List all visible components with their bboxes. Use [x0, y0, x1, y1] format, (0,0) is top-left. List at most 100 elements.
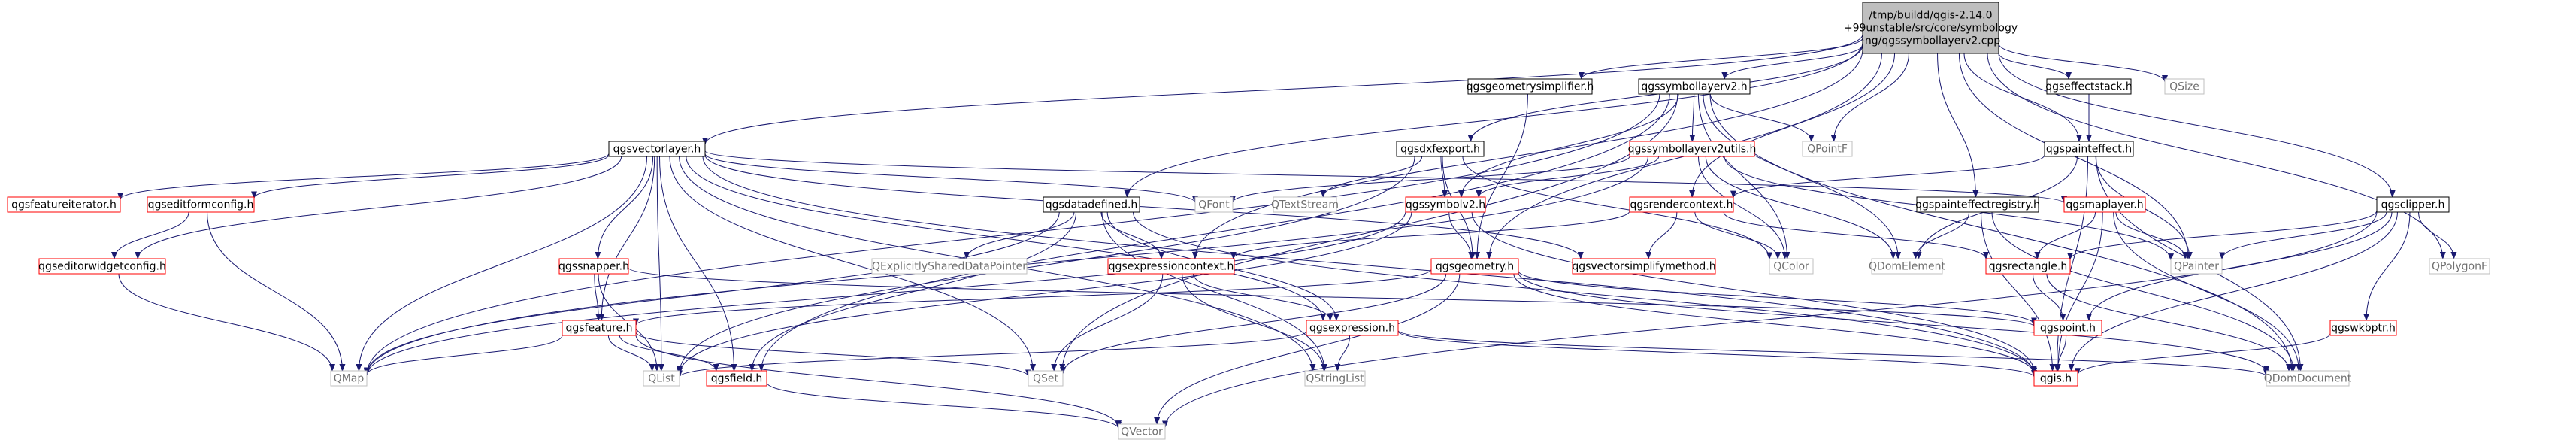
- node-label-qgspainteffect: qgspainteffect.h: [2046, 144, 2132, 156]
- node-qstringlist[interactable]: QStringList: [1304, 370, 1366, 387]
- node-label-qlist: QList: [648, 373, 675, 385]
- node-label-qgsfeature: qgsfeature.h: [566, 323, 633, 335]
- edge-qgssymbollayerv2-to-qdomdocument: [1709, 93, 2295, 372]
- node-label-root: /tmp/buildd/qgis-2.14.0: [1869, 10, 1992, 22]
- node-box-qvector: [1118, 423, 1166, 440]
- edge-root-to-qgsclipper: [1998, 53, 2396, 198]
- node-qgsvectorsimplifymethod[interactable]: qgsvectorsimplifymethod.h: [1572, 258, 1716, 275]
- node-box-qgis: [2033, 370, 2078, 387]
- node-qsize[interactable]: QSize: [2164, 78, 2205, 95]
- node-label-qvector: QVector: [1121, 426, 1163, 438]
- node-qgsrendercontext[interactable]: qgsrendercontext.h: [1629, 196, 1734, 213]
- node-label-root: +99unstable/src/core/symbology: [1844, 23, 2018, 35]
- edge-qgsexpression-to-qlist: [677, 331, 1307, 378]
- node-qgsrectangle[interactable]: qgsrectangle.h: [1985, 258, 2071, 275]
- edge-qgsmaplayer-to-qdomdocument: [2113, 211, 2302, 372]
- node-qpainter[interactable]: QPainter: [2170, 258, 2223, 275]
- edge-qgseditformconfig-to-qgseditorwidgetconfig: [111, 211, 189, 259]
- node-label-qmap: QMap: [334, 373, 365, 385]
- node-qgseffectstack[interactable]: qgseffectstack.h: [2045, 78, 2133, 95]
- node-box-qpainter: [2170, 258, 2223, 275]
- edge-root-to-qgsexpressioncontext: [1191, 49, 1863, 259]
- node-label-qdomelement: QDomElement: [1869, 261, 1945, 273]
- edge-qgspainteffectregistry-to-qdomelement: [1912, 211, 1970, 259]
- node-box-qgssymbollayerv2utils: [1629, 141, 1755, 157]
- node-box-qdomdocument: [2266, 370, 2350, 387]
- node-qgsgeometrysimplifier[interactable]: qgsgeometrysimplifier.h: [1467, 78, 1594, 95]
- node-box-qgsexpression: [1306, 320, 1399, 336]
- node-qgsexpression[interactable]: qgsexpression.h: [1306, 320, 1399, 336]
- node-qpolygonf[interactable]: QPolygonF: [2429, 258, 2490, 275]
- node-qgssymbollayerv2[interactable]: qgssymbollayerv2.h: [1638, 78, 1751, 95]
- node-label-qgseditformconfig: qgseditformconfig.h: [148, 199, 254, 211]
- edge-root-to-qsize: [1998, 43, 2168, 83]
- node-qgspainteffectregistry[interactable]: qgspainteffectregistry.h: [1915, 196, 2040, 213]
- edge-root-to-qpolygonf: [1987, 53, 2446, 259]
- node-box-qgseffectstack: [2046, 78, 2132, 95]
- node-qgsvectorlayer[interactable]: qgsvectorlayer.h: [608, 141, 706, 157]
- edge-qgsvectorlayer-to-qgsmaplayer: [704, 150, 2067, 204]
- edge-qgsvectorlayer-to-qgsfeatureiterator: [117, 153, 610, 200]
- edge-qgsgeometry-to-qvector: [1154, 273, 1461, 425]
- edge-qgsfeature-to-qgsfield: [619, 335, 719, 372]
- edge-qgssymbolv2-to-qmap: [364, 211, 1406, 377]
- node-qgssymbolv2[interactable]: qgssymbolv2.h: [1405, 196, 1486, 213]
- edge-qgsgeometry-to-qdomdocument: [1518, 272, 2269, 374]
- node-qgsexpressioncontext[interactable]: qgsexpressioncontext.h: [1107, 258, 1235, 275]
- edge-qgsfeature-to-qmap: [364, 335, 563, 376]
- node-qgis[interactable]: qgis.h: [2033, 370, 2078, 387]
- edge-qgssnapper-to-qgsfeature: [594, 273, 602, 321]
- node-qcolor[interactable]: QColor: [1769, 258, 1814, 275]
- node-qvector[interactable]: QVector: [1118, 423, 1166, 440]
- node-label-qtextstream: QTextStream: [1271, 199, 1339, 211]
- edge-qgsgeometry-to-qgis: [1513, 273, 2037, 375]
- node-qgspainteffect[interactable]: qgspainteffect.h: [2044, 141, 2134, 157]
- node-qtextstream[interactable]: QTextStream: [1271, 196, 1339, 213]
- node-qgsfield[interactable]: qgsfield.h: [706, 370, 767, 387]
- node-qgsclipper[interactable]: qgsclipper.h: [2376, 196, 2450, 213]
- node-qgsgeometry[interactable]: qgsgeometry.h: [1430, 258, 1519, 275]
- edge-qgsclipper-to-qgswkbptr: [2363, 211, 2411, 321]
- node-label-qgspainteffectregistry: qgspainteffectregistry.h: [1915, 199, 2040, 211]
- node-qgspoint[interactable]: qgspoint.h: [2033, 320, 2102, 336]
- edge-qgspainteffectregistry-to-qdomdocument: [1991, 211, 2296, 372]
- edge-qgsgeometrysimplifier-to-qgsgeometry: [1474, 93, 1528, 259]
- node-qgsfeatureiterator[interactable]: qgsfeatureiterator.h: [7, 196, 121, 213]
- edge-qgseditformconfig-to-qmap: [207, 211, 346, 372]
- node-qgswkbptr[interactable]: qgswkbptr.h: [2329, 320, 2397, 336]
- node-qdomdocument[interactable]: QDomDocument: [2264, 370, 2352, 387]
- edge-root-to-qgssymbollayerv2: [1721, 44, 1863, 80]
- edge-qgsdatadefined-to-qgis: [1133, 211, 2037, 375]
- edge-qgsclipper-to-qvector: [1162, 211, 2378, 429]
- edge-qgsvectorlayer-to-qgsexpression: [686, 156, 1327, 321]
- node-box-qtextstream: [1273, 196, 1337, 213]
- node-qgseditorwidgetconfig[interactable]: qgseditorwidgetconfig.h: [38, 258, 166, 275]
- edge-qgsexpression-to-qdomdocument: [1397, 329, 2269, 378]
- node-label-qdomdocument: QDomDocument: [2264, 373, 2352, 385]
- node-box-qgspainteffectregistry: [1916, 196, 2039, 213]
- node-qgsfeature[interactable]: qgsfeature.h: [562, 320, 637, 336]
- edge-qgsvectorlayer-to-qgsfeature: [598, 156, 655, 321]
- edge-qgssymbollayerv2utils-to-qcolor: [1697, 156, 1788, 259]
- node-label-qsize: QSize: [2169, 81, 2199, 93]
- node-qfont[interactable]: QFont: [1194, 196, 1234, 213]
- node-label-qset: QSet: [1033, 373, 1059, 385]
- node-qset[interactable]: QSet: [1028, 370, 1064, 387]
- edge-root-to-qgsvectorlayer: [702, 34, 1863, 145]
- node-qgsmaplayer[interactable]: qgsmaplayer.h: [2063, 196, 2146, 213]
- edge-qgsvectorlayer-to-qgseditformconfig: [251, 154, 610, 199]
- node-qlist[interactable]: QList: [643, 370, 680, 387]
- node-qgsdxfexport[interactable]: qgsdxfexport.h: [1396, 141, 1485, 157]
- node-qexplicitlyshared[interactable]: QExplicitlySharedDataPointer: [871, 258, 1028, 275]
- node-qgseditformconfig[interactable]: qgseditformconfig.h: [147, 196, 255, 213]
- node-box-qstringlist: [1304, 370, 1366, 387]
- edge-qgsdatadefined-to-qmap: [364, 211, 1060, 375]
- node-qgssnapper[interactable]: qgssnapper.h: [558, 258, 629, 275]
- node-qgssymbollayerv2utils[interactable]: qgssymbollayerv2utils.h: [1628, 141, 1757, 157]
- node-qgsdatadefined[interactable]: qgsdatadefined.h: [1043, 196, 1140, 213]
- node-qpointf[interactable]: QPointF: [1802, 141, 1853, 157]
- node-qdomelement[interactable]: QDomElement: [1869, 258, 1945, 275]
- edge-qgseditorwidgetconfig-to-qmap: [118, 273, 335, 372]
- node-qmap[interactable]: QMap: [330, 370, 368, 387]
- edge-qgsclipper-to-qgspoint: [2086, 211, 2393, 321]
